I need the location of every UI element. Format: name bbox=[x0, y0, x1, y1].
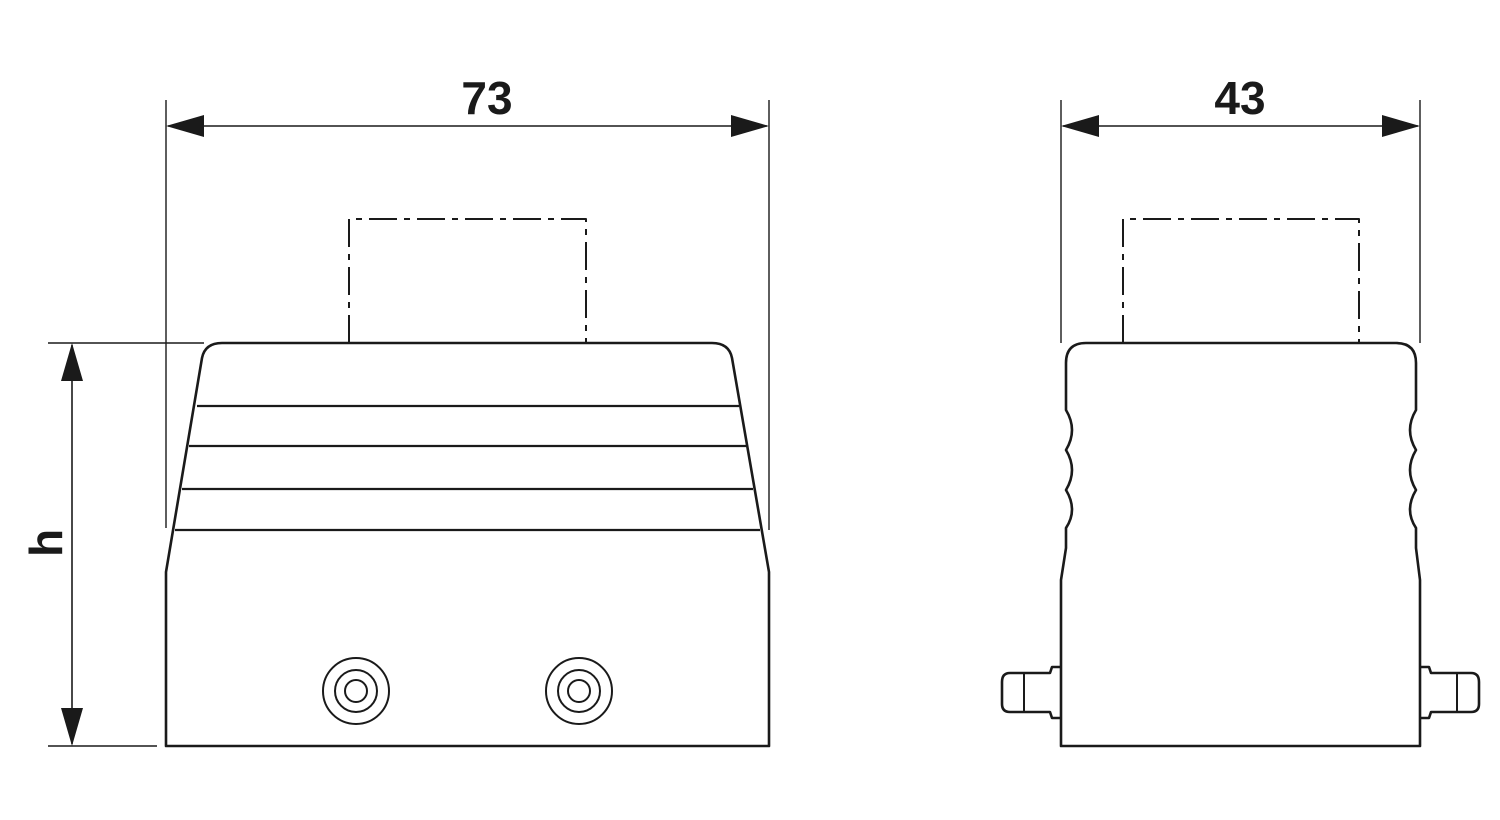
dimension-height: h bbox=[20, 343, 83, 746]
side-extension-lines bbox=[1060, 100, 1421, 343]
dimension-label-73: 73 bbox=[461, 72, 512, 124]
side-view bbox=[1000, 218, 1481, 748]
dimension-label-43: 43 bbox=[1214, 72, 1265, 124]
side-cable-entry-dashed bbox=[1122, 218, 1360, 343]
dimension-width-front: 73 bbox=[166, 72, 769, 137]
front-cable-entry-dashed bbox=[348, 218, 587, 343]
front-housing-outline bbox=[164, 341, 771, 748]
front-screw-right bbox=[545, 657, 613, 725]
side-housing-outline bbox=[1059, 341, 1422, 748]
front-extension-lines bbox=[48, 100, 770, 747]
side-flange-right bbox=[1420, 665, 1481, 720]
dimension-width-side: 43 bbox=[1061, 72, 1420, 137]
side-flange-left bbox=[1000, 665, 1061, 720]
front-view bbox=[164, 218, 771, 748]
front-screw-left bbox=[322, 657, 390, 725]
dimension-label-h: h bbox=[20, 529, 72, 557]
